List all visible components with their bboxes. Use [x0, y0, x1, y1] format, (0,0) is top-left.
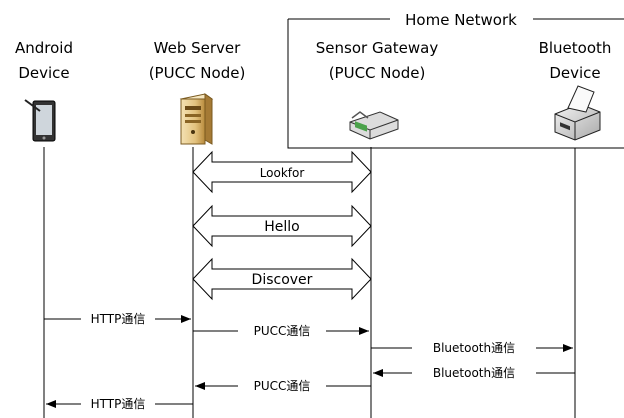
message-bluetooth-request: Bluetooth通信 [371, 341, 573, 355]
node-bluetooth-device: Bluetooth Device [539, 39, 612, 82]
node-web-server: Web Server (PUCC Node) [149, 39, 246, 82]
message-pucc-request: PUCC通信 [193, 324, 369, 338]
exchange-lookfor: Lookfor [192, 150, 372, 194]
node-label-line2: (PUCC Node) [329, 64, 426, 82]
exchange-discover: Discover [192, 257, 372, 301]
node-label-line2: (PUCC Node) [149, 64, 246, 82]
message-label: PUCC通信 [254, 324, 311, 338]
exchange-label: Lookfor [260, 166, 305, 180]
exchange-hello: Hello [192, 204, 372, 248]
message-bluetooth-response: Bluetooth通信 [373, 366, 575, 380]
server-tower-icon [179, 93, 214, 145]
node-label-line1: Sensor Gateway [316, 39, 439, 57]
node-sensor-gateway: Sensor Gateway (PUCC Node) [316, 39, 439, 82]
tablet-icon [24, 99, 56, 142]
message-pucc-response: PUCC通信 [195, 379, 371, 393]
home-network-box: Home Network [287, 11, 624, 149]
exchange-label: Hello [264, 219, 300, 235]
node-label-line1: Android [15, 39, 73, 57]
node-android-device: Android Device [15, 39, 73, 82]
printer-icon [554, 85, 601, 141]
node-label-line2: Device [549, 64, 600, 82]
message-label: PUCC通信 [254, 379, 311, 393]
gateway-router-icon [349, 111, 399, 140]
node-label-line1: Bluetooth [539, 39, 612, 57]
node-label-line2: Device [18, 64, 69, 82]
home-network-label: Home Network [405, 11, 517, 29]
exchange-label: Discover [252, 272, 313, 288]
message-label: HTTP通信 [91, 312, 146, 326]
message-http-response: HTTP通信 [46, 397, 193, 411]
message-label: HTTP通信 [91, 397, 146, 411]
message-label: Bluetooth通信 [433, 366, 515, 380]
node-label-line1: Web Server [154, 39, 241, 57]
message-label: Bluetooth通信 [433, 341, 515, 355]
message-http-request: HTTP通信 [44, 312, 191, 326]
